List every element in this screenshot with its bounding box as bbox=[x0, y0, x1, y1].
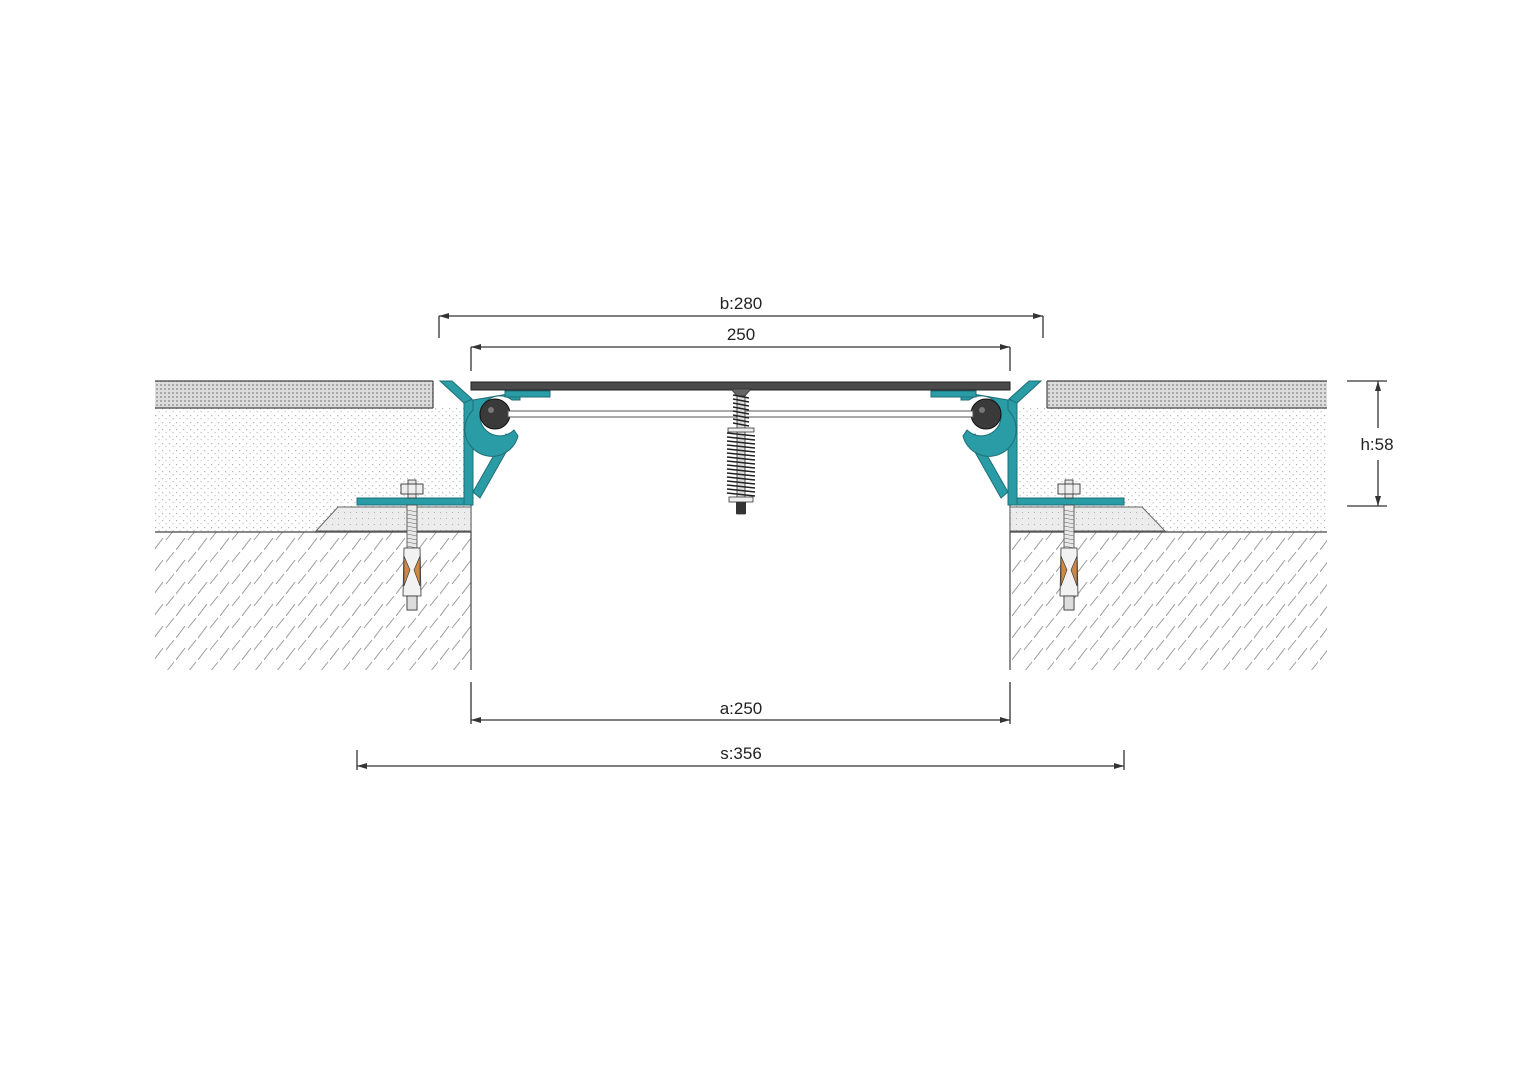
right-mortar-bed bbox=[1009, 506, 1167, 532]
left-aluminium-profile bbox=[356, 380, 551, 506]
dimension-a: a:250 bbox=[470, 682, 1011, 724]
left-concrete-slab bbox=[155, 532, 471, 670]
cover-plate-assembly bbox=[470, 381, 1011, 515]
left-anchor-bolt bbox=[400, 479, 424, 611]
dimension-a-label: a:250 bbox=[720, 699, 763, 718]
left-mortar-bed bbox=[314, 506, 472, 532]
right-profile-top-lip bbox=[1008, 380, 1043, 404]
right-profile-ledge bbox=[930, 390, 977, 398]
right-anchor-bolt bbox=[1057, 479, 1081, 611]
centering-spring bbox=[726, 394, 756, 515]
left-profile-base-flange bbox=[356, 497, 474, 506]
left-substrate bbox=[155, 380, 472, 670]
dimension-b-label: b:280 bbox=[720, 294, 763, 313]
right-substrate bbox=[1009, 380, 1327, 670]
dimension-b: b:280 bbox=[438, 294, 1044, 338]
right-floor-tile bbox=[1047, 381, 1327, 408]
dimension-h-label: h:58 bbox=[1360, 435, 1393, 454]
dimension-h: h:58 bbox=[1347, 380, 1394, 507]
left-profile-gasket-housing bbox=[464, 391, 521, 457]
left-profile-top-lip bbox=[438, 380, 473, 404]
dimension-s-label: s:356 bbox=[720, 744, 762, 763]
left-floor-tile bbox=[155, 381, 433, 408]
dimension-cover: 250 bbox=[470, 325, 1011, 371]
right-aluminium-profile bbox=[930, 380, 1125, 506]
dimension-cover-label: 250 bbox=[727, 325, 755, 344]
left-rubber-gasket bbox=[479, 398, 511, 430]
right-rubber-gasket bbox=[970, 398, 1002, 430]
right-profile-base-flange bbox=[1007, 497, 1125, 506]
right-profile-gasket-housing bbox=[960, 391, 1017, 457]
right-concrete-slab bbox=[1010, 532, 1327, 670]
left-profile-ledge bbox=[504, 390, 551, 398]
dimension-s: s:356 bbox=[356, 744, 1125, 770]
